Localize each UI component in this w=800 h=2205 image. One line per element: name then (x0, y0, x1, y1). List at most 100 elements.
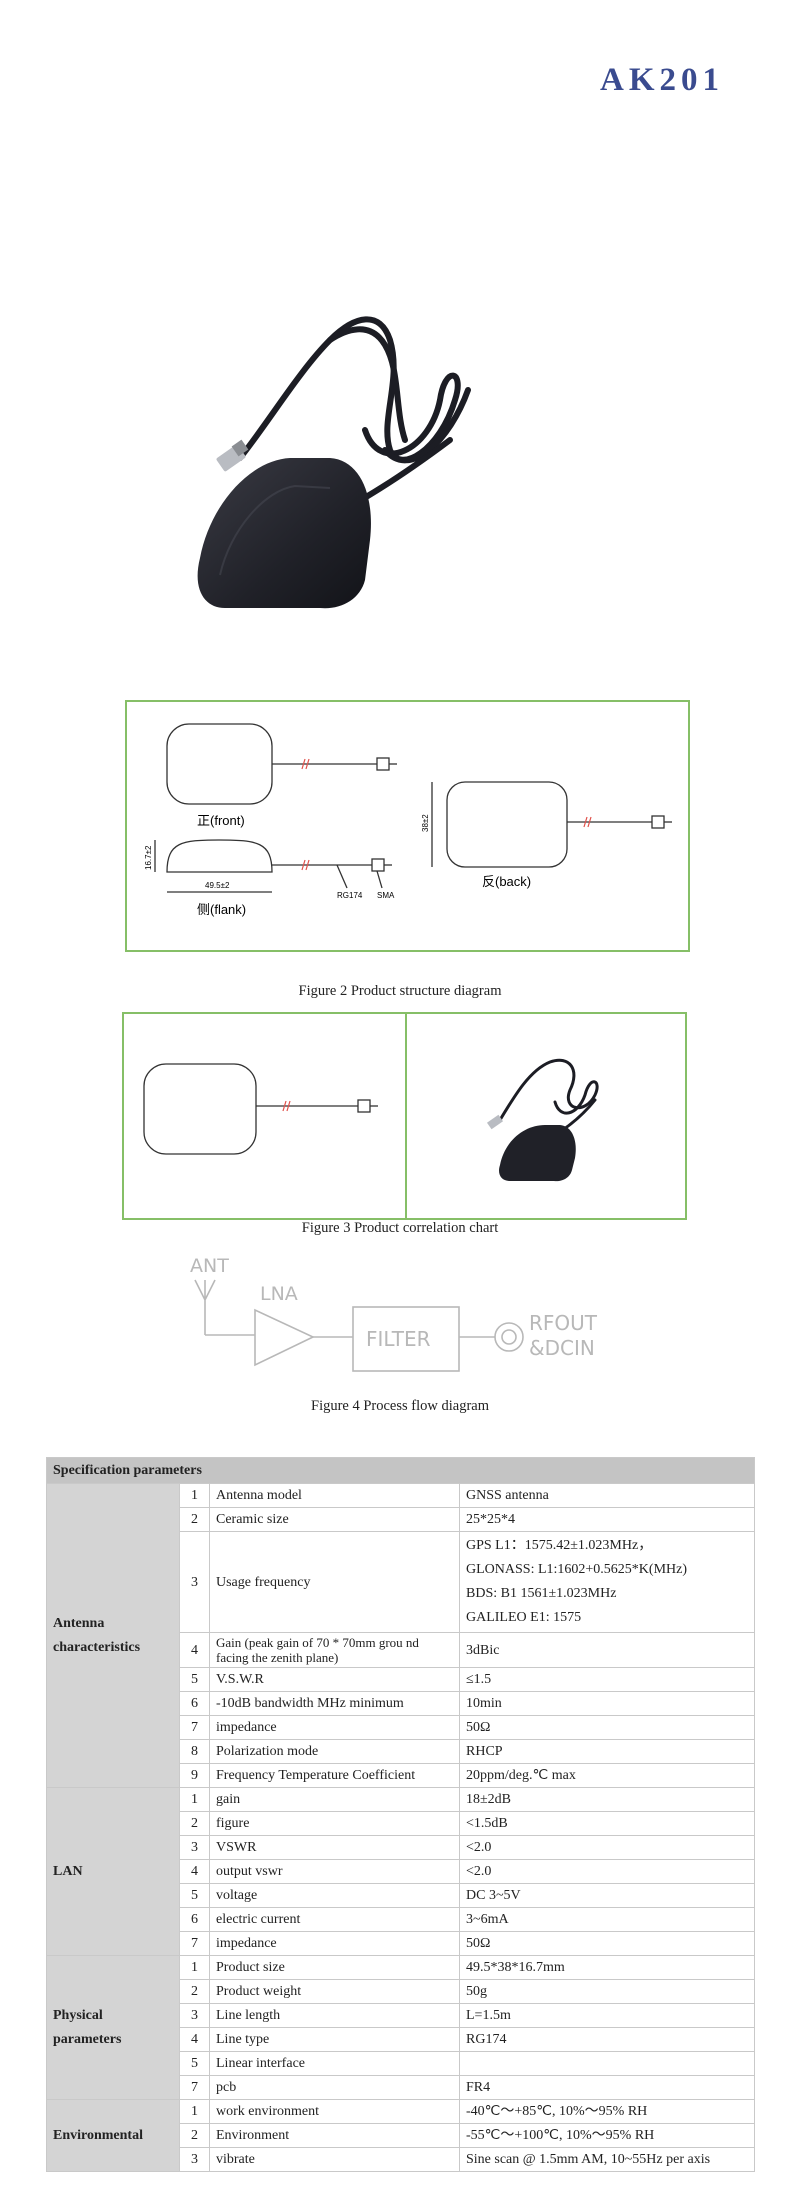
spec-parameter: pcb (209, 2075, 460, 2100)
correlation-photo (486, 1058, 599, 1182)
spec-row-number: 4 (179, 1632, 210, 1668)
spec-row-number: 3 (179, 1835, 210, 1860)
spec-row-number: 5 (179, 2051, 210, 2076)
spec-value: RHCP (458, 1739, 756, 1764)
width-dimension: 49.5±2 (205, 881, 230, 890)
spec-row-number: 1 (179, 1483, 210, 1508)
spec-parameter: V.S.W.R (209, 1667, 460, 1692)
spec-row-number: 7 (179, 1715, 210, 1740)
spec-value: GPS L1：1575.42±1.023MHz， GLONASS: L1:1602… (458, 1531, 756, 1633)
spec-parameter: figure (209, 1811, 460, 1836)
spec-row-number: 2 (179, 1979, 210, 2004)
spec-parameter: Gain (peak gain of 70 * 70mm grou nd fac… (209, 1632, 460, 1668)
spec-row-number: 1 (179, 1787, 210, 1812)
correlation-frame-right (405, 1012, 687, 1220)
spec-parameter: work environment (209, 2099, 460, 2124)
connector-label: SMA (377, 891, 395, 900)
spec-parameter: Environment (209, 2123, 460, 2148)
spec-value: 50Ω (458, 1931, 756, 1956)
correlation-sketch (143, 1063, 378, 1155)
spec-parameter: gain (209, 1787, 460, 1812)
spec-value-line: BDS: B1 1561±1.023MHz (466, 1586, 617, 1601)
spec-value: -55℃～+100℃, 10%～95% RH (458, 2123, 756, 2148)
filter-label: FILTER (366, 1327, 431, 1351)
spec-value: 50Ω (458, 1715, 756, 1740)
spec-row-number: 4 (179, 1859, 210, 1884)
spec-parameter: Linear interface (209, 2051, 460, 2076)
spec-parameter: Polarization mode (209, 1739, 460, 1764)
spec-parameter: voltage (209, 1883, 460, 1908)
spec-value: Sine scan @ 1.5mm AM, 10~55Hz per axis (458, 2147, 756, 2172)
ant-label: ANT (190, 1255, 229, 1277)
spec-parameter: Line type (209, 2027, 460, 2052)
spec-category: Physical parameters (46, 1955, 180, 2100)
spec-value: 49.5*38*16.7mm (458, 1955, 756, 1980)
spec-value: 50g (458, 1979, 756, 2004)
spec-value: GNSS antenna (458, 1483, 756, 1508)
structure-diagram: 正(front) 反(back) 侧(flank) RG174 SMA 49.5… (144, 723, 672, 917)
spec-value (458, 2051, 756, 2076)
spec-row-number: 3 (179, 2003, 210, 2028)
spec-row-number: 6 (179, 1907, 210, 1932)
cable-label: RG174 (337, 891, 363, 900)
spec-parameter: impedance (209, 1715, 460, 1740)
spec-parameter: impedance (209, 1931, 460, 1956)
output-label-line1: RFOUT (529, 1311, 598, 1335)
spec-category: LAN (46, 1787, 180, 1956)
back-label: 反(back) (482, 874, 531, 889)
spec-value: <1.5dB (458, 1811, 756, 1836)
spec-parameter: Product weight (209, 1979, 460, 2004)
spec-category: Environmental (46, 2099, 180, 2172)
lna-label: LNA (260, 1283, 298, 1305)
spec-parameter: Antenna model (209, 1483, 460, 1508)
spec-parameter: Product size (209, 1955, 460, 1980)
document-title: AK201 (600, 62, 724, 98)
process-flow-diagram: ANT LNA FILTER RFOUT &DCIN (190, 1255, 598, 1372)
spec-value-line: GALILEO E1: 1575 (466, 1610, 582, 1625)
spec-parameter: electric current (209, 1907, 460, 1932)
thickness-dimension: 16.7±2 (144, 845, 153, 870)
spec-row-number: 3 (179, 1531, 210, 1633)
spec-table: Specification parameters Antenna charact… (45, 1457, 756, 2172)
spec-row-number: 8 (179, 1739, 210, 1764)
product-photo (197, 316, 471, 609)
output-label-line2: &DCIN (529, 1336, 595, 1360)
spec-parameter: output vswr (209, 1859, 460, 1884)
spec-value: 10min (458, 1691, 756, 1716)
spec-value: 3~6mA (458, 1907, 756, 1932)
spec-row-number: 5 (179, 1667, 210, 1692)
spec-row-number: 7 (179, 2075, 210, 2100)
filter-box (352, 1306, 460, 1372)
spec-row-number: 7 (179, 1931, 210, 1956)
spec-parameter: Frequency Temperature Coefficient (209, 1763, 460, 1788)
spec-parameter: Line length (209, 2003, 460, 2028)
spec-value: <2.0 (458, 1859, 756, 1884)
spec-value: ≤1.5 (458, 1667, 756, 1692)
spec-row-number: 2 (179, 1507, 210, 1532)
flank-label: 侧(flank) (197, 902, 246, 917)
spec-value-line: GPS L1：1575.42±1.023MHz， (466, 1538, 653, 1553)
spec-value: 18±2dB (458, 1787, 756, 1812)
spec-value-line: GLONASS: L1:1602+0.5625*K(MHz) (466, 1562, 687, 1577)
figure-2-caption: Figure 2 Product structure diagram (298, 983, 502, 999)
spec-row-number: 3 (179, 2147, 210, 2172)
spec-value: L=1.5m (458, 2003, 756, 2028)
spec-parameter: vibrate (209, 2147, 460, 2172)
output-connector-icon (494, 1322, 524, 1352)
front-view-body (166, 723, 273, 805)
figure-3-caption: Figure 3 Product correlation chart (301, 1220, 499, 1236)
spec-value: -40℃～+85℃, 10%～95% RH (458, 2099, 756, 2124)
